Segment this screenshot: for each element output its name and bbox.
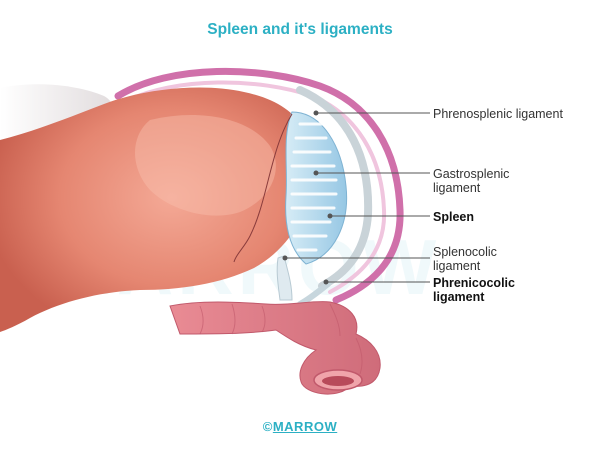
label-spleen: Spleen bbox=[433, 210, 474, 224]
splenocolic-ligament bbox=[276, 255, 293, 301]
label-gastrosplenic: Gastrosplenic ligament bbox=[433, 167, 510, 195]
stomach-outline bbox=[233, 113, 293, 263]
diagram-title: Spleen and it's ligaments bbox=[207, 21, 393, 38]
copyright-symbol: © bbox=[262, 419, 273, 434]
leader-dots bbox=[282, 110, 333, 285]
peritoneum-outer bbox=[114, 67, 404, 304]
brand-name: MARROW bbox=[272, 419, 338, 434]
peritoneum-inner bbox=[122, 80, 387, 294]
leader-lines bbox=[285, 112, 430, 283]
spleen bbox=[285, 111, 348, 265]
label-splenocolic: Splenocolic ligament bbox=[433, 245, 497, 273]
phrenicocolic-ligament bbox=[297, 281, 331, 307]
colon-haustra bbox=[199, 303, 363, 375]
label-phrenosplenic: Phrenosplenic ligament bbox=[433, 107, 563, 121]
gastrosplenic-fibres bbox=[290, 122, 338, 252]
label-phrenicocolic: Phrenicocolic ligament bbox=[433, 276, 515, 304]
stomach bbox=[0, 87, 313, 332]
stomach-highlight bbox=[135, 115, 276, 216]
brand-logo: ©MARROW bbox=[0, 419, 600, 434]
